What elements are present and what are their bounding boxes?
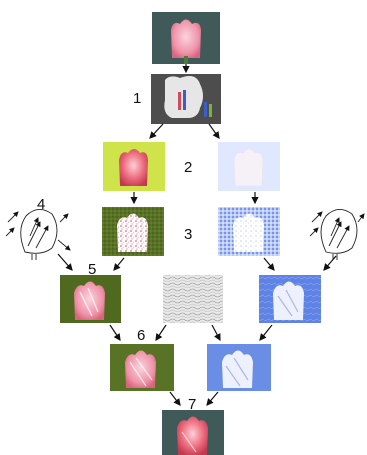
arrow-5-right [206, 391, 219, 406]
step-label-5: 5 [88, 261, 97, 278]
step-label-4: 4 [37, 196, 46, 213]
painted-tulip-olive [60, 275, 121, 323]
arrow-3-left [113, 257, 125, 271]
green-pencil-icon [209, 104, 212, 117]
step-label-6: 6 [137, 327, 146, 344]
right-sketch-strokes [309, 209, 365, 260]
textured-tulip-olive [110, 344, 174, 391]
final-tulip [162, 410, 224, 455]
source-photo [152, 12, 220, 64]
left-sketch-strokes [5, 209, 71, 260]
textured-tulip-blue [207, 344, 271, 391]
blue-pencil-icon-2 [204, 102, 207, 117]
arrow-4b [155, 324, 167, 341]
red-pencil-icon [178, 92, 181, 110]
arrow-1-left [149, 123, 164, 139]
blue-pencil-icon [183, 90, 186, 110]
gray-texture [163, 275, 223, 323]
step-label-7: 7 [188, 396, 197, 413]
arrow-4c [211, 324, 221, 342]
tulip-on-pale-blue [218, 142, 280, 191]
noisy-tulip-olive [102, 207, 164, 256]
arrow-4d [259, 324, 273, 341]
noisy-tulip-blue [218, 207, 280, 256]
step-label-2: 2 [184, 159, 193, 176]
painted-tulip-blue [259, 275, 321, 323]
arrow-3-right [263, 257, 275, 271]
arrow-sketch-left [57, 253, 73, 271]
drawing-panel [151, 74, 221, 124]
step-label-3: 3 [184, 226, 193, 243]
arrow-1-right [208, 123, 220, 139]
arrow-4a [109, 324, 121, 341]
arrow-sketch-right [323, 255, 337, 271]
arrow-5-left [169, 391, 181, 406]
tulip-on-lime [103, 142, 165, 191]
step-label-1: 1 [133, 90, 142, 107]
